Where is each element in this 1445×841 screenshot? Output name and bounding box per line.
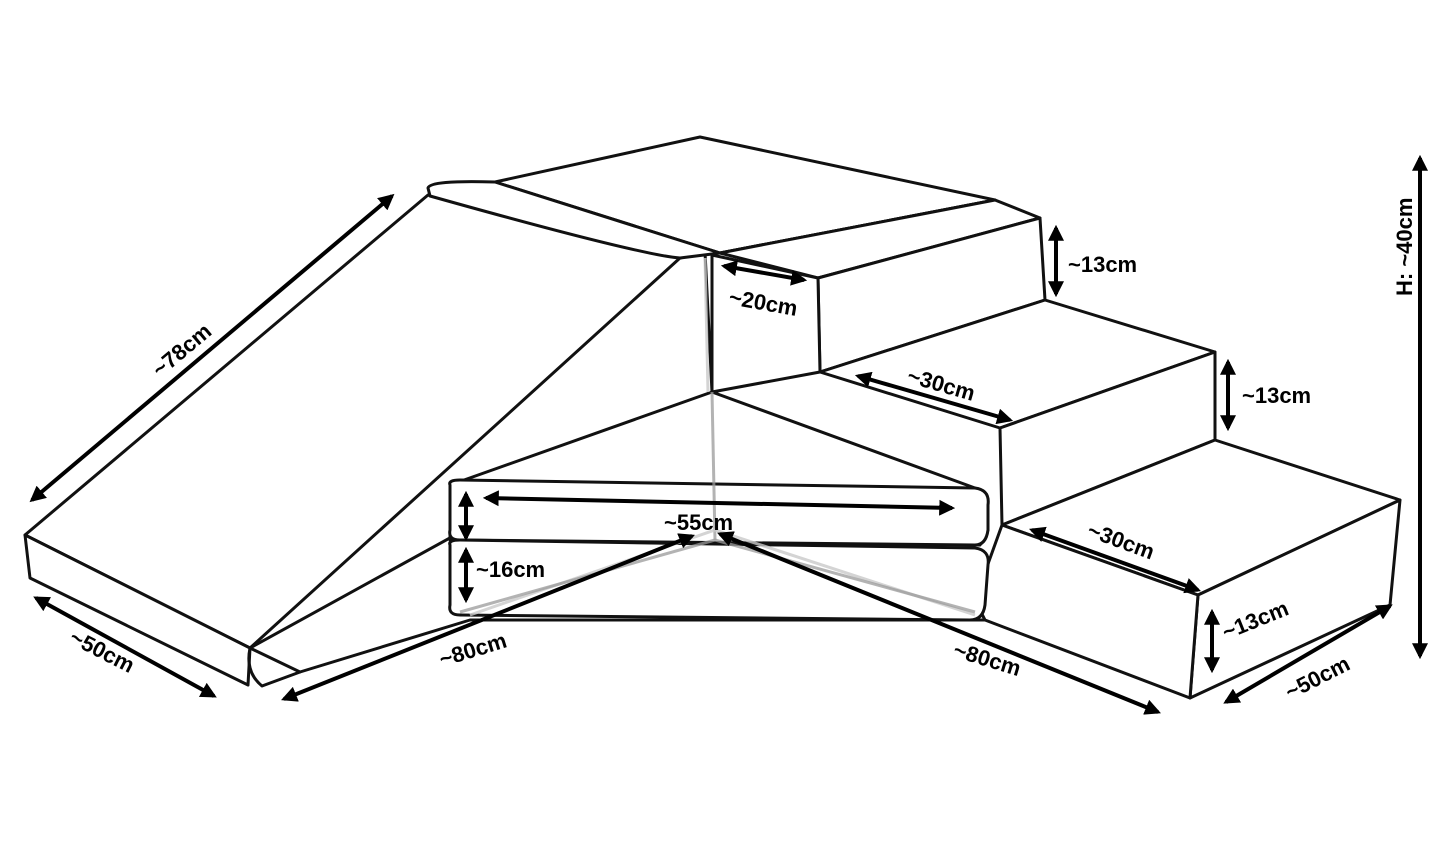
total-height-label: H: ~40cm — [1392, 198, 1417, 296]
stairs-width-label: ~50cm — [1281, 651, 1354, 705]
stairs-width-arrow — [1223, 604, 1393, 704]
step-top-height-label: ~13cm — [1068, 252, 1137, 277]
dimension-arrows — [29, 154, 1428, 715]
step-mid-height-label: ~13cm — [1242, 383, 1311, 408]
base-front-right-arrow — [717, 531, 1161, 715]
slide-length-arrow — [29, 193, 395, 503]
corner-width-label: ~55cm — [664, 510, 733, 535]
base-front-left-arrow — [281, 533, 695, 702]
slide-width-arrow — [33, 596, 217, 698]
step-tread-lower-arrow — [1028, 526, 1202, 594]
corner-width-arrow — [482, 490, 956, 516]
corner-height-label: ~16cm — [476, 557, 545, 582]
platform-depth-arrow — [720, 260, 808, 286]
step-tread-upper-arrow — [854, 371, 1014, 425]
